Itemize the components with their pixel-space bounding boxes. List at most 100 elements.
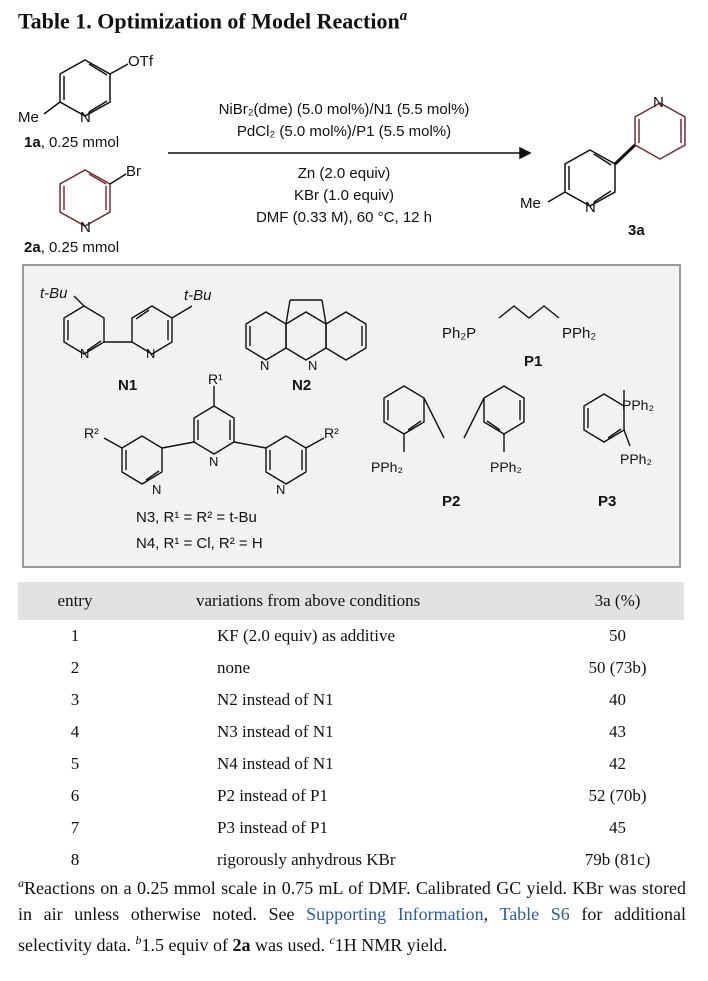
sm2-caption: 2a, 0.25 mmol xyxy=(24,239,119,256)
cell-yield: 43 xyxy=(609,722,626,741)
p3-top-phosphine: PPh₂ xyxy=(622,397,654,413)
p2-ring-left xyxy=(383,385,425,435)
cell-entry: 3 xyxy=(70,690,80,709)
terpy-r1-label: R¹ xyxy=(208,371,223,387)
header-yield: 3a (%) xyxy=(551,582,684,620)
cell-yield: 50 xyxy=(609,626,626,645)
cell-yield: 79b (81c) xyxy=(584,850,651,869)
p3-label: P3 xyxy=(598,493,616,510)
n2-ring-middle xyxy=(285,311,327,361)
sm1-n-atom: N xyxy=(80,109,91,126)
supporting-information-link[interactable]: Supporting Information xyxy=(306,904,484,924)
footnote-c-marker: c xyxy=(329,933,335,947)
sm2-n-atom: N xyxy=(80,219,91,236)
n2-n-atom-a: N xyxy=(260,358,269,373)
cell-variation: N4 instead of N1 xyxy=(217,754,334,773)
table-s6-link[interactable]: Table S6 xyxy=(499,904,570,924)
condition-catalyst-ni: NiBr₂(dme) (5.0 mol%)/N1 (5.5 mol%) xyxy=(219,101,470,118)
product-methyl-label: Me xyxy=(520,195,541,212)
p1-left-phosphine: Ph₂P xyxy=(442,325,476,342)
ligand-panel: t-Bu t-Bu N N N1 N N N2 Ph₂P PPh₂ P1 R¹ … xyxy=(22,264,681,568)
p2-ring-right xyxy=(483,385,525,435)
product-n-atom-b: N xyxy=(653,94,664,111)
cell-yield: 42 xyxy=(609,754,626,773)
condition-additive: KBr (1.0 equiv) xyxy=(294,187,394,204)
results-table: entry variations from above conditions 3… xyxy=(18,582,684,876)
cell-yield: 45 xyxy=(609,818,626,837)
n3-caption: N3, R¹ = R² = t-Bu xyxy=(136,509,257,526)
header-variations: variations from above conditions xyxy=(132,582,551,620)
cell-variation: rigorously anhydrous KBr xyxy=(217,850,396,869)
cell-variation: P3 instead of P1 xyxy=(217,818,328,837)
sm2-ring xyxy=(59,169,111,227)
terpy-n-atom-left: N xyxy=(152,482,161,497)
terpy-ring-left xyxy=(121,435,163,485)
n2-ring-left xyxy=(245,311,287,361)
product-label: 3a xyxy=(628,222,645,239)
table-row: 6 P2 instead of P1 52 (70b) xyxy=(18,780,684,812)
footnote-separator: , xyxy=(483,904,500,924)
table-row: 2 none 50 (73b) xyxy=(18,652,684,684)
sm1-otf-label: OTf xyxy=(128,53,154,70)
cell-entry: 2 xyxy=(70,658,80,677)
cell-yield: 52 (70b) xyxy=(588,786,647,805)
table-header-row: entry variations from above conditions 3… xyxy=(18,582,684,620)
condition-solvent-temp: DMF (0.33 M), 60 °C, 12 h xyxy=(256,209,432,226)
p2-right-phosphine: PPh₂ xyxy=(490,459,522,475)
cell-variation: none xyxy=(217,658,251,677)
n2-ring-right xyxy=(325,311,367,361)
terpy-r2-left-label: R² xyxy=(84,425,99,441)
footnote-b-text: 1.5 equiv of xyxy=(141,935,233,955)
footnote-a-end: for additional selectivity data. xyxy=(18,904,686,955)
n1-n-atom-a: N xyxy=(80,346,89,361)
title-footnote-marker: a xyxy=(399,8,408,24)
ligand-structures: t-Bu t-Bu N N N1 N N N2 Ph₂P PPh₂ P1 R¹ … xyxy=(40,285,654,552)
terpy-r2-right-label: R² xyxy=(324,425,339,441)
table-row: 3 N2 instead of N1 40 xyxy=(18,684,684,716)
product-n-atom-a: N xyxy=(585,199,596,216)
condition-reductant: Zn (2.0 equiv) xyxy=(298,165,391,182)
cell-variation: P2 instead of P1 xyxy=(217,786,328,805)
product-ring-b xyxy=(634,102,686,160)
table-row: 8 rigorously anhydrous KBr 79b (81c) xyxy=(18,844,684,876)
cell-entry: 1 xyxy=(70,626,80,645)
cell-entry: 6 xyxy=(70,786,80,805)
n1-n-atom-b: N xyxy=(146,346,155,361)
cell-yield: 50 (73b) xyxy=(588,658,647,677)
cell-yield: 40 xyxy=(609,690,626,709)
table-row: 7 P3 instead of P1 45 xyxy=(18,812,684,844)
table-footnotes: aReactions on a 0.25 mmol scale in 0.75 … xyxy=(18,870,686,958)
product-ring-a xyxy=(564,149,616,207)
p1-right-phosphine: PPh₂ xyxy=(562,325,596,342)
footnote-a-marker: a xyxy=(18,876,24,890)
n1-ring-left xyxy=(63,305,105,355)
p2-label: P2 xyxy=(442,493,460,510)
cell-entry: 7 xyxy=(70,818,80,837)
condition-catalyst-pd: PdCl₂ (5.0 mol%)/P1 (5.5 mol%) xyxy=(237,123,451,140)
n2-n-atom-b: N xyxy=(308,358,317,373)
cell-variation: N2 instead of N1 xyxy=(217,690,334,709)
sm2-br-label: Br xyxy=(126,163,141,180)
header-entry: entry xyxy=(18,582,132,620)
footnote-b-marker: b xyxy=(135,933,142,947)
sm1-caption: 1a, 0.25 mmol xyxy=(24,134,119,151)
p3-ring xyxy=(583,393,625,443)
cell-entry: 4 xyxy=(70,722,80,741)
table-row: 1 KF (2.0 equiv) as additive 50 xyxy=(18,620,684,652)
cell-variation: KF (2.0 equiv) as additive xyxy=(217,626,395,645)
table-title-text: Table 1. Optimization of Model Reaction xyxy=(18,8,400,34)
table-row: 4 N3 instead of N1 43 xyxy=(18,716,684,748)
n1-label: N1 xyxy=(118,377,137,394)
cell-variation: N3 instead of N1 xyxy=(217,722,334,741)
cell-entry: 5 xyxy=(70,754,80,773)
terpy-ring-right xyxy=(265,435,307,485)
terpy-n-atom-center: N xyxy=(209,454,218,469)
footnote-b-end: was used. xyxy=(250,935,330,955)
n4-caption: N4, R¹ = Cl, R² = H xyxy=(136,535,263,552)
n1-tbu-right: t-Bu xyxy=(184,287,212,304)
footnote-a-text: Reactions on a 0.25 mmol scale in 0.75 m… xyxy=(18,878,686,924)
table-row: 5 N4 instead of N1 42 xyxy=(18,748,684,780)
n1-tbu-left: t-Bu xyxy=(40,285,68,302)
p1-chain xyxy=(498,305,560,319)
cell-entry: 8 xyxy=(70,850,80,869)
